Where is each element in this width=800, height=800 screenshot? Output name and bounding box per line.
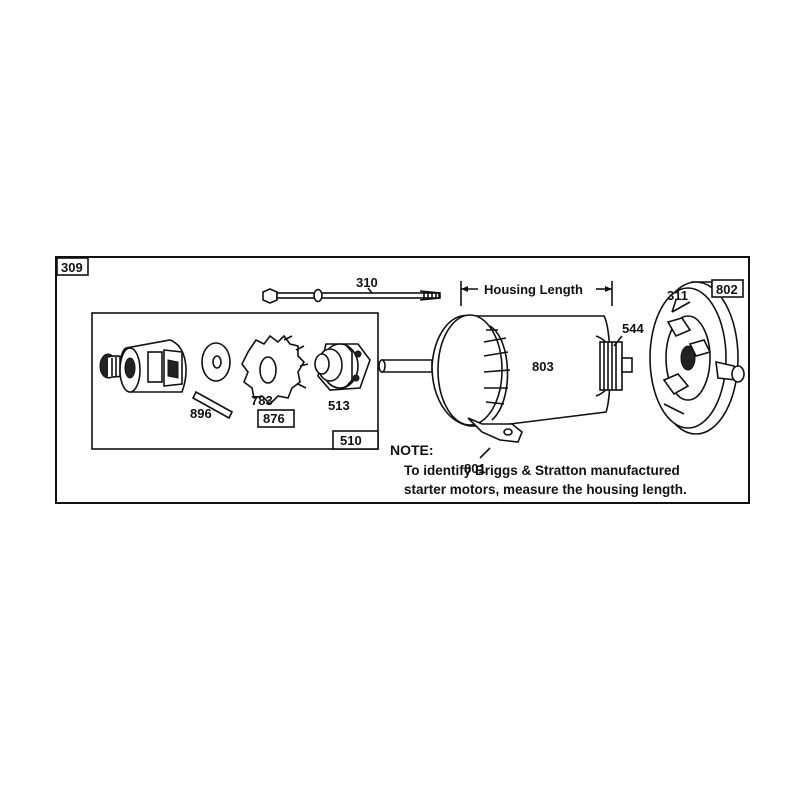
label-bolt: 310	[356, 275, 378, 290]
assembly-label-box: 309	[56, 257, 89, 276]
assembly-number: 309	[61, 260, 83, 275]
label-clutch: 876	[263, 411, 285, 426]
housing-length-dimension	[460, 281, 613, 306]
end-cap	[649, 281, 745, 435]
drive-group-label-box: 510	[332, 430, 379, 450]
note-line-2: starter motors, measure the housing leng…	[404, 482, 687, 497]
clutch-assembly	[99, 339, 187, 393]
end-cap-label-box: 802	[711, 279, 744, 298]
label-pinion-gear: 783	[251, 393, 273, 408]
armature-commutator	[595, 335, 633, 397]
note-line-1: To identify Briggs & Stratton manufactur…	[404, 463, 680, 478]
label-armature: 544	[622, 321, 644, 336]
clutch-label-box: 876	[257, 409, 295, 428]
label-brush: 311	[667, 288, 688, 303]
pinion-gear	[241, 334, 309, 406]
label-pin: 896	[190, 406, 212, 421]
label-housing: 803	[532, 359, 554, 374]
label-nut: 513	[328, 398, 350, 413]
label-housing-length: Housing Length	[484, 282, 583, 297]
drive-group-box	[91, 312, 379, 450]
note-title: NOTE:	[390, 442, 434, 458]
washer	[201, 342, 231, 382]
pin-896	[191, 390, 234, 420]
label-mount-plate: 801	[464, 461, 486, 476]
label-end-cap: 802	[716, 282, 738, 297]
motor-housing	[431, 314, 612, 443]
bolt-310	[262, 287, 441, 304]
nut-513	[314, 343, 371, 391]
label-drive-group: 510	[340, 433, 362, 448]
